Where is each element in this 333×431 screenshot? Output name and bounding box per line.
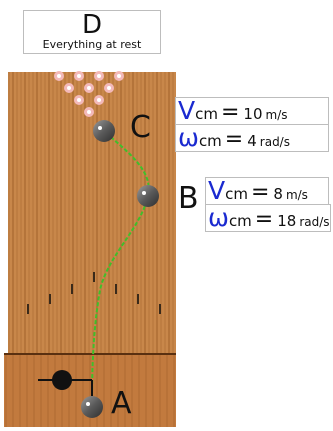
ball-path	[91, 131, 150, 403]
velocity-value: 10	[243, 105, 263, 123]
bowling-pin	[94, 95, 104, 105]
release-hand-icon	[38, 370, 93, 396]
equals-sign: =	[254, 207, 274, 232]
equals-sign: =	[250, 180, 270, 205]
omega-subscript: cm	[198, 132, 222, 150]
lane-arrow	[27, 304, 29, 314]
c-velocity-box: V cm = 10 m/s	[175, 97, 329, 125]
lane-arrow	[137, 294, 139, 304]
bowling-pin	[64, 83, 74, 93]
lane-arrow	[115, 284, 117, 294]
b-velocity-box: V cm = 8 m/s	[205, 177, 329, 205]
omega-subscript: cm	[228, 212, 252, 230]
equals-sign: =	[220, 100, 240, 125]
velocity-subscript: cm	[195, 105, 218, 123]
ball-at-a	[81, 396, 103, 418]
lane-arrow	[93, 272, 95, 282]
equals-sign: =	[224, 127, 244, 152]
state-d-letter: D	[81, 10, 103, 40]
bowling-pin	[74, 71, 84, 81]
pin-rack	[54, 71, 124, 117]
omega-symbol: ω	[208, 203, 229, 232]
bowling-pin	[94, 71, 104, 81]
velocity-symbol: V	[208, 176, 226, 205]
omega-unit: rad/s	[299, 215, 330, 229]
state-d-box: D Everything at rest	[23, 10, 161, 54]
omega-unit: rad/s	[259, 135, 290, 149]
lane-boards	[8, 72, 174, 354]
approach-boards	[5, 355, 175, 427]
ball-at-c	[93, 120, 115, 142]
bowling-pin	[84, 107, 94, 117]
bowling-pin	[74, 95, 84, 105]
c-angular-box: ω cm = 4 rad/s	[175, 124, 329, 152]
velocity-symbol: V	[178, 96, 196, 125]
bowling-pin	[114, 71, 124, 81]
velocity-unit: m/s	[285, 188, 308, 202]
bowling-pin	[84, 83, 94, 93]
state-d-caption: Everything at rest	[42, 38, 142, 51]
bowling-pin	[104, 83, 114, 93]
omega-value: 4	[247, 132, 257, 150]
velocity-unit: m/s	[265, 108, 288, 122]
omega-symbol: ω	[178, 123, 199, 152]
lane-surface	[8, 72, 176, 355]
lane-arrow	[49, 294, 51, 304]
bowling-pin	[54, 71, 64, 81]
omega-value: 18	[277, 212, 297, 230]
velocity-subscript: cm	[225, 185, 248, 203]
label-c: C	[130, 110, 151, 145]
lane-arrows	[27, 272, 161, 314]
lane-arrow	[159, 304, 161, 314]
label-b: B	[178, 181, 199, 216]
label-a: A	[111, 386, 132, 421]
b-angular-box: ω cm = 18 rad/s	[205, 204, 331, 232]
velocity-value: 8	[273, 185, 283, 203]
ball-at-b	[137, 185, 159, 207]
lane-arrow	[71, 284, 73, 294]
